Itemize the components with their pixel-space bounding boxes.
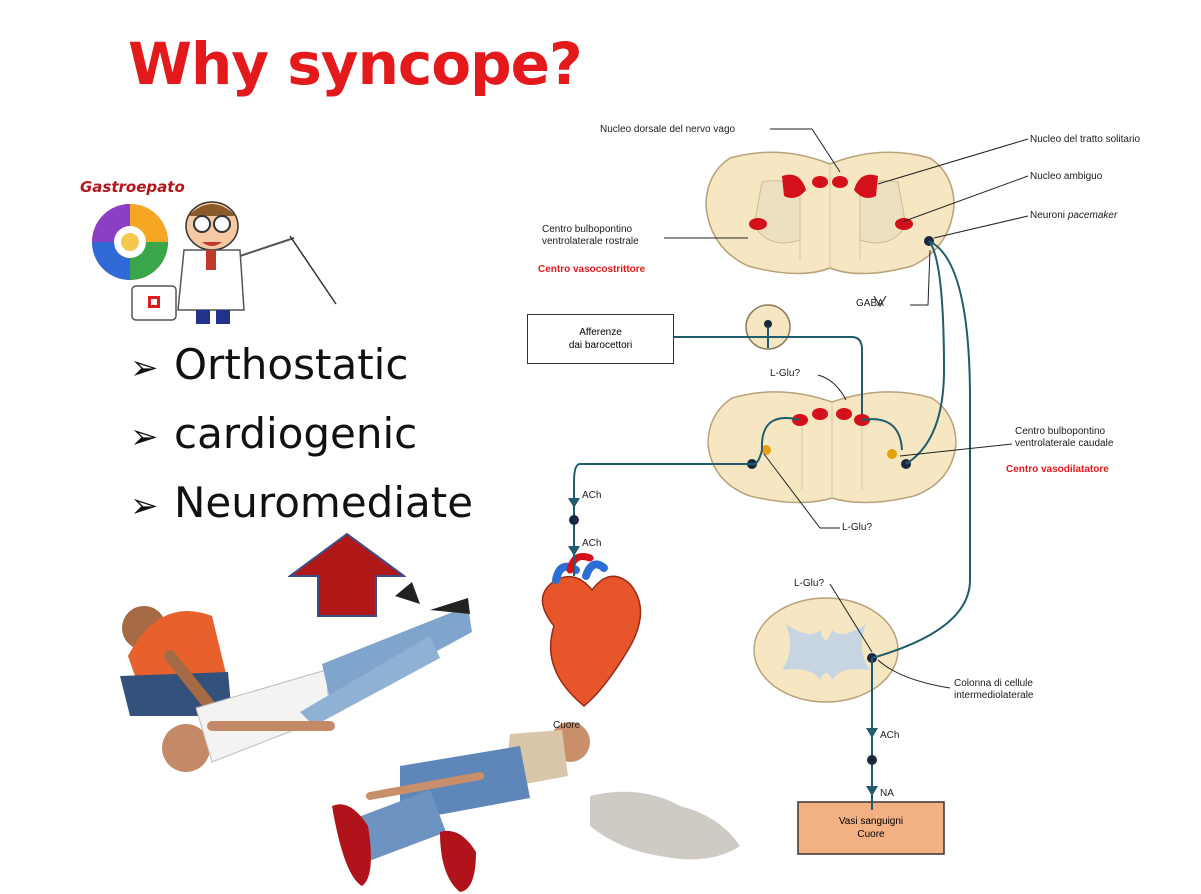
label-gaba: GABA: [856, 298, 884, 310]
bullet-list: ➢Orthostatic ➢cardiogenic ➢Neuromediate: [130, 332, 473, 539]
label-cuore: Cuore: [553, 720, 580, 732]
bullet-arrow-icon: ➢: [130, 335, 174, 401]
label-neuroni: Neuroni: [1030, 210, 1068, 221]
label-nucleo-ambiguo: Nucleo ambiguo: [1030, 171, 1102, 183]
bullet-arrow-icon: ➢: [130, 404, 174, 470]
mascot-illustration: [84, 186, 354, 326]
bullet-item: ➢Orthostatic: [130, 332, 473, 401]
slide-title: Why syncope?: [128, 30, 582, 98]
label-pacemaker: pacemaker: [1068, 210, 1117, 221]
bullet-arrow-icon: ➢: [130, 473, 174, 539]
label-centro-caudale-line2: ventrolaterale caudale: [1015, 438, 1113, 449]
vasi-line1: Vasi sanguigni: [839, 815, 903, 828]
logo-swirl-icon: [92, 204, 168, 280]
doctor-cartoon-icon: [132, 202, 336, 324]
label-ach-3: ACh: [880, 730, 899, 742]
vasi-line2: Cuore: [839, 828, 903, 841]
bullet-text: Neuromediate: [174, 478, 473, 527]
label-ach-2: ACh: [582, 538, 601, 550]
spinal-cord-section: [754, 598, 898, 702]
bullet-item: ➢cardiogenic: [130, 401, 473, 470]
bullet-text: Orthostatic: [174, 340, 408, 389]
baroreceptor-ganglion: [746, 305, 790, 349]
rescuer-figure: [120, 606, 232, 716]
label-lglu-spinal: L-Glu?: [794, 578, 824, 590]
label-lglu-mid: L-Glu?: [842, 522, 872, 534]
label-colonna-line2: intermediolaterale: [954, 690, 1034, 701]
upper-brainstem-section: [706, 152, 954, 273]
afferenze-line1: Afferenze: [569, 326, 632, 339]
label-centro-vasodilatatore: Centro vasodilatatore: [1006, 464, 1109, 476]
label-centro-caudale-line1: Centro bulbopontino: [1015, 426, 1105, 437]
label-na: NA: [880, 788, 894, 800]
label-centro-rostrale-line2: ventrolaterale rostrale: [542, 236, 639, 247]
label-nucleo-dorsale: Nucleo dorsale del nervo vago: [600, 124, 735, 136]
label-ach-1: ACh: [582, 490, 601, 502]
heart-icon: [542, 557, 640, 707]
label-nucleo-tratto: Nucleo del tratto solitario: [1030, 134, 1140, 146]
afferenze-line2: dai barocettori: [569, 339, 632, 352]
label-centro-rostrale-line1: Centro bulbopontino: [542, 224, 632, 235]
label-lglu-top: L-Glu?: [770, 368, 800, 380]
label-neuroni-pacemaker: Neuroni pacemaker: [1030, 210, 1117, 222]
label-colonna-line1: Colonna di cellule: [954, 678, 1033, 689]
bullet-item: ➢Neuromediate: [130, 470, 473, 539]
label-centro-vasocostrittore: Centro vasocostrittore: [538, 264, 645, 276]
bullet-text: cardiogenic: [174, 409, 417, 458]
lower-brainstem-section: [708, 392, 956, 503]
